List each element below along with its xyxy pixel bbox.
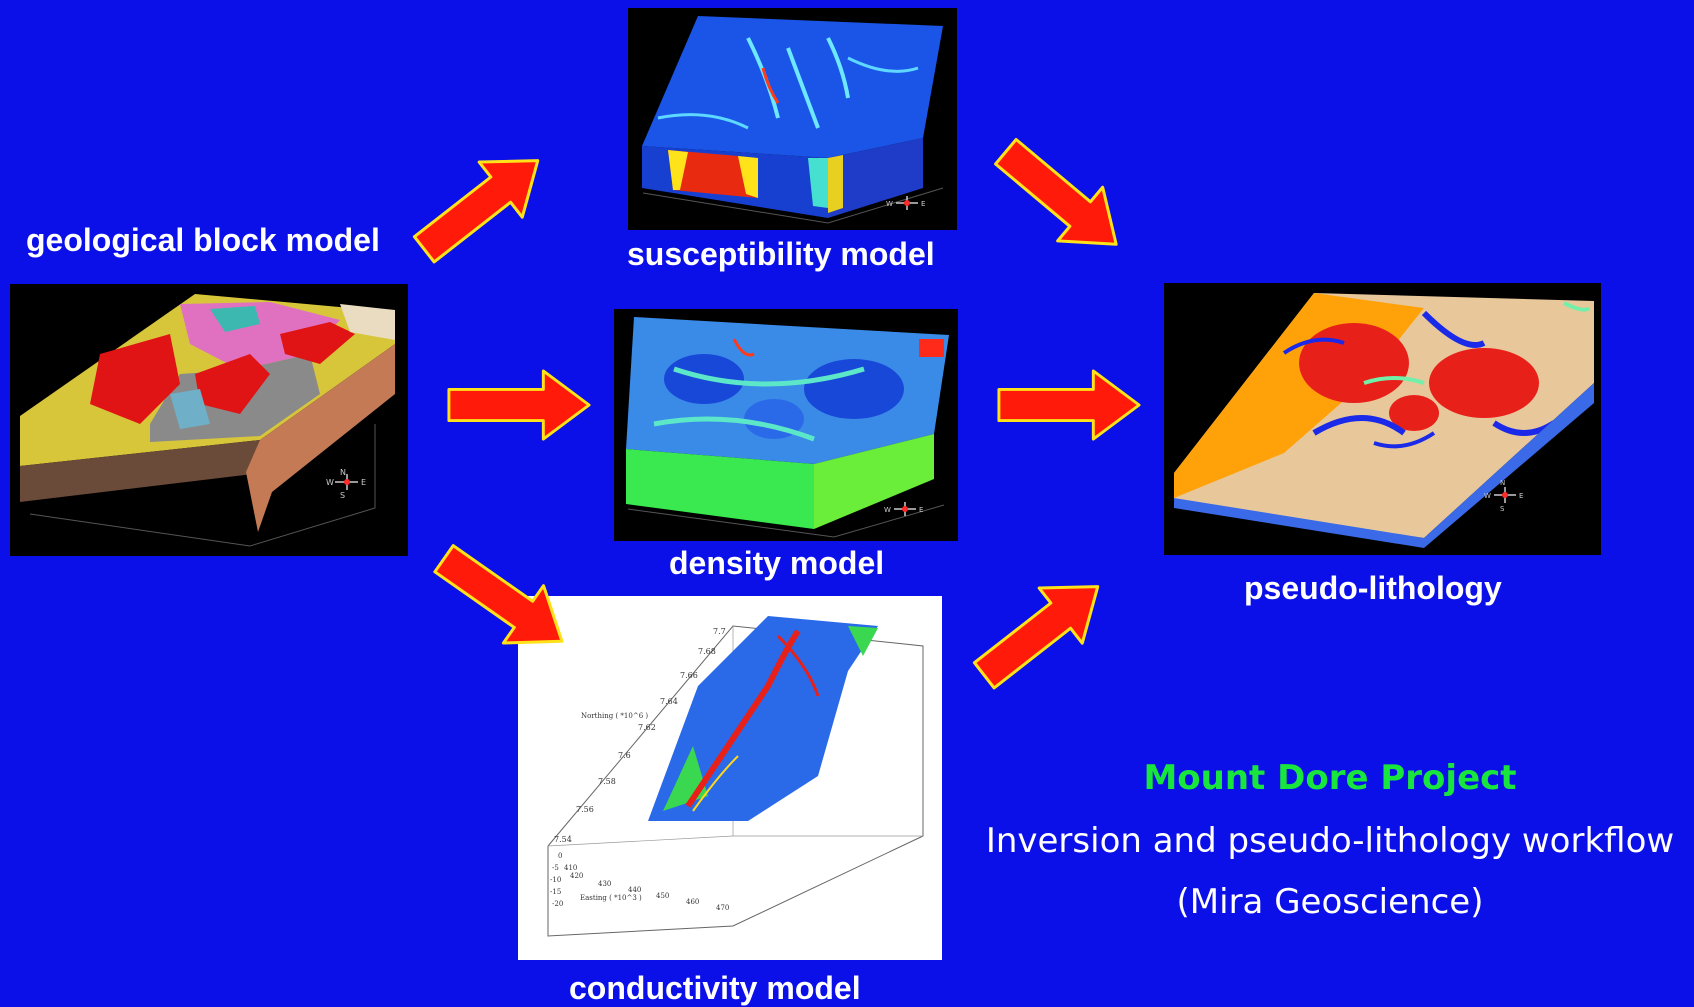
svg-text:7.68: 7.68 — [698, 647, 716, 656]
compass-icon: N W E S — [326, 468, 366, 500]
svg-text:W: W — [886, 200, 893, 208]
svg-text:7.64: 7.64 — [660, 697, 678, 706]
arrow-conductivity-to-pseudo — [959, 555, 1124, 707]
geological-model-label: geological block model — [26, 222, 380, 258]
svg-text:E: E — [919, 506, 923, 514]
arrow-geo-to-susceptibility — [399, 129, 564, 281]
svg-text:N: N — [340, 468, 346, 477]
svg-text:470: 470 — [716, 904, 729, 912]
arrow-susceptibility-to-pseudo — [979, 121, 1143, 276]
svg-text:-10: -10 — [550, 876, 561, 884]
compass-icon: E W — [886, 196, 925, 210]
svg-text:7.58: 7.58 — [598, 777, 616, 786]
svg-text:S: S — [1500, 505, 1505, 513]
susceptibility-model-label: susceptibility model — [627, 236, 935, 272]
arrow-geo-to-conductivity — [420, 526, 586, 674]
svg-text:E: E — [921, 200, 925, 208]
compass-icon: E W — [884, 502, 923, 516]
svg-text:420: 420 — [570, 872, 583, 880]
svg-text:7.6: 7.6 — [618, 751, 631, 760]
svg-text:7.54: 7.54 — [554, 835, 572, 844]
arrow-density-to-pseudo — [996, 368, 1142, 442]
susceptibility-model-image: E W — [628, 8, 957, 230]
svg-text:-20: -20 — [552, 900, 563, 908]
svg-text:-5: -5 — [552, 864, 559, 872]
svg-text:Easting ( *10^3 ): Easting ( *10^3 ) — [580, 894, 642, 902]
svg-text:-15: -15 — [550, 888, 561, 896]
arrow-geo-to-density — [446, 368, 592, 442]
conductivity-model-label: conductivity model — [569, 970, 861, 1006]
svg-text:7.56: 7.56 — [576, 805, 594, 814]
svg-text:W: W — [884, 506, 891, 514]
pseudo-lithology-image: N W E S — [1164, 283, 1601, 555]
svg-text:Northing ( *10^6 ): Northing ( *10^6 ) — [581, 712, 648, 720]
density-model-label: density model — [669, 545, 885, 581]
svg-text:N: N — [1500, 479, 1505, 487]
svg-text:W: W — [326, 478, 334, 487]
svg-text:E: E — [361, 478, 366, 487]
conductivity-model-image: 7.7 7.68 7.66 7.64 Northing ( *10^6 ) 7.… — [518, 596, 942, 960]
credit-text: (Mira Geoscience) — [1176, 882, 1484, 922]
svg-text:7.62: 7.62 — [638, 723, 656, 732]
svg-text:W: W — [1484, 492, 1491, 500]
density-model-image: E W — [614, 309, 958, 541]
svg-text:410: 410 — [564, 864, 577, 872]
svg-text:7.66: 7.66 — [680, 671, 698, 680]
svg-text:440: 440 — [628, 886, 641, 894]
svg-text:430: 430 — [598, 880, 611, 888]
svg-text:7.7: 7.7 — [713, 627, 726, 636]
svg-text:0: 0 — [558, 852, 562, 860]
compass-icon: N W E S — [1484, 479, 1523, 513]
svg-text:S: S — [340, 491, 345, 500]
pseudo-lithology-label: pseudo-lithology — [1244, 570, 1502, 606]
project-title: Mount Dore Project — [1143, 758, 1517, 798]
geological-block-model-image: N W E S — [10, 284, 408, 556]
workflow-subtitle: Inversion and pseudo-lithology workflow — [985, 821, 1675, 861]
svg-text:E: E — [1519, 492, 1523, 500]
svg-text:450: 450 — [656, 892, 669, 900]
svg-text:460: 460 — [686, 898, 699, 906]
